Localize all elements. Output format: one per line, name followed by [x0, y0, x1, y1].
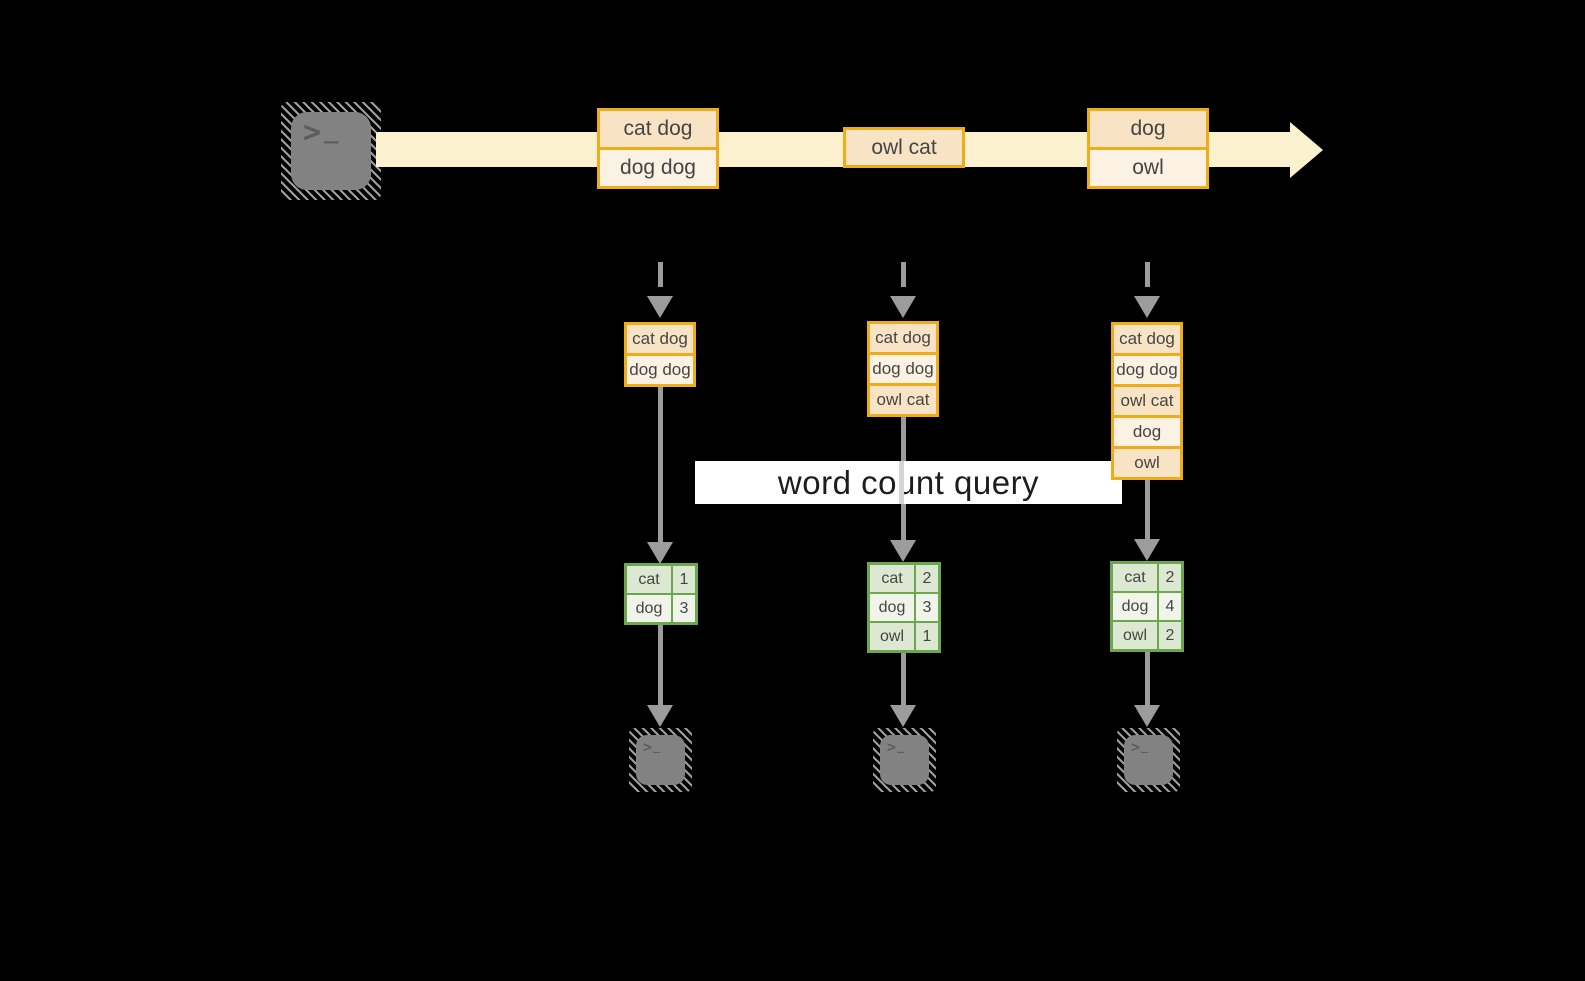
query-arrow-shaft [658, 387, 663, 544]
cursor-icon: _ [324, 116, 339, 144]
terminal-screen: >_ [880, 735, 929, 785]
output-terminal-icon-1: >_ [629, 728, 692, 792]
dashed-arrow-shaft [901, 262, 906, 287]
count-value-cell: 3 [916, 594, 938, 621]
output-arrow-shaft [1145, 652, 1150, 707]
query-arrowhead [1134, 539, 1160, 561]
query-arrow-overlay [899, 461, 904, 504]
state-row: dog dog [627, 356, 693, 384]
count-value-cell: 1 [916, 623, 938, 650]
dashed-arrow-shaft [1145, 262, 1150, 287]
query-arrowhead [647, 542, 673, 564]
output-arrow-shaft [901, 653, 906, 707]
query-label: word count query [695, 461, 1122, 504]
query-arrowhead [890, 540, 916, 562]
count-value-cell: 3 [673, 595, 695, 622]
dashed-arrow-shaft [658, 262, 663, 287]
count-word-cell: dog [870, 594, 914, 621]
count-word-cell: cat [870, 565, 914, 592]
terminal-screen: >_ [636, 735, 685, 785]
count-value-cell: 2 [1159, 622, 1181, 649]
dashed-arrowhead [890, 296, 916, 318]
state-row: cat dog [627, 325, 693, 353]
stream-arrowhead [1290, 122, 1323, 178]
state-row: dog [1114, 418, 1180, 446]
terminal-screen: >_ [291, 112, 371, 190]
stream-record-row: owl [1090, 150, 1206, 186]
input-terminal-icon: >_ [281, 102, 381, 200]
state-row: owl cat [1114, 387, 1180, 415]
count-value-cell: 2 [1159, 564, 1181, 591]
state-box-3: cat dog dog dog owl cat dog owl [1111, 322, 1183, 480]
count-word-cell: owl [1113, 622, 1157, 649]
prompt-icon: > [887, 738, 897, 756]
cursor-icon: _ [653, 739, 661, 753]
count-word-cell: cat [1113, 564, 1157, 591]
count-word-cell: dog [1113, 593, 1157, 620]
dashed-arrowhead [647, 296, 673, 318]
stream-record-row: owl cat [846, 130, 962, 165]
state-row: dog dog [870, 355, 936, 383]
state-box-2: cat dog dog dog owl cat [867, 321, 939, 417]
query-arrow-shaft [1145, 480, 1150, 540]
output-arrowhead [647, 705, 673, 727]
state-row: owl [1114, 449, 1180, 477]
stream-record-row: dog dog [600, 150, 716, 186]
output-terminal-icon-3: >_ [1117, 728, 1180, 792]
output-arrow-shaft [658, 625, 663, 707]
state-row: dog dog [1114, 356, 1180, 384]
cursor-icon: _ [897, 739, 905, 753]
state-row: cat dog [870, 324, 936, 352]
stream-record-row: dog [1090, 111, 1206, 147]
stream-record-row: cat dog [600, 111, 716, 147]
terminal-screen: >_ [1124, 735, 1173, 785]
output-arrowhead [890, 705, 916, 727]
output-terminal-icon-2: >_ [873, 728, 936, 792]
state-row: cat dog [1114, 325, 1180, 353]
count-word-cell: owl [870, 623, 914, 650]
prompt-icon: > [303, 115, 322, 150]
dashed-arrowhead [1134, 296, 1160, 318]
state-row: owl cat [870, 386, 936, 414]
count-value-cell: 4 [1159, 593, 1181, 620]
count-value-cell: 1 [673, 566, 695, 593]
output-arrowhead [1134, 705, 1160, 727]
state-box-1: cat dog dog dog [624, 322, 696, 387]
cursor-icon: _ [1141, 739, 1149, 753]
prompt-icon: > [1131, 738, 1141, 756]
count-value-cell: 2 [916, 565, 938, 592]
prompt-icon: > [643, 738, 653, 756]
stream-record-box-2: owl cat [843, 127, 965, 168]
count-word-cell: dog [627, 595, 671, 622]
count-word-cell: cat [627, 566, 671, 593]
